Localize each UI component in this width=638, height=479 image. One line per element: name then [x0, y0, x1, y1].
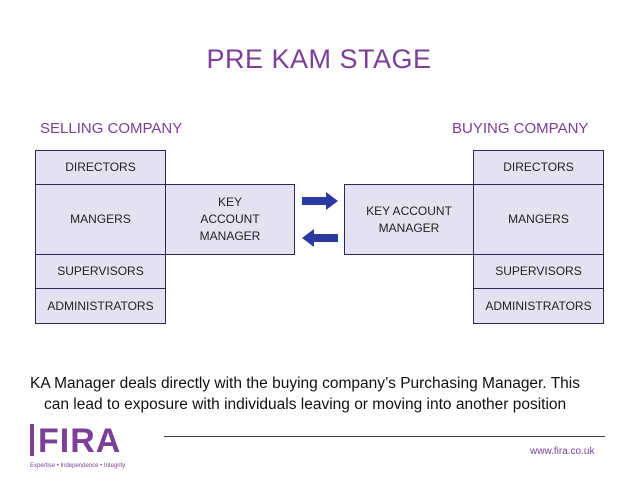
selling-kam-label: KEY ACCOUNT MANAGER: [199, 195, 261, 243]
selling-company-label: SELLING COMPANY: [40, 120, 183, 137]
buying-supervisors-label: SUPERVISORS: [495, 264, 582, 279]
selling-managers-label: MANGERS: [70, 212, 131, 227]
buying-administrators-label: ADMINISTRATORS: [485, 298, 592, 313]
logo-bar: [30, 424, 34, 456]
logo-tagline: Expertise • Independence • Integrity: [30, 463, 126, 469]
buying-company-label: BUYING COMPANY: [452, 120, 589, 137]
caption-line-1: KA Manager deals directly with the buyin…: [30, 375, 580, 392]
selling-supervisors-label: SUPERVISORS: [57, 264, 144, 279]
selling-kam-box: KEY ACCOUNT MANAGER: [165, 184, 295, 255]
buying-administrators-box: ADMINISTRATORS: [473, 288, 604, 324]
fira-logo: FIRA Expertise • Independence • Integrit…: [30, 422, 145, 474]
selling-administrators-box: ADMINISTRATORS: [35, 288, 166, 324]
buying-kam-box: KEY ACCOUNT MANAGER: [344, 184, 474, 255]
buying-managers-label: MANGERS: [508, 212, 569, 227]
logo-text: FIRA: [38, 422, 122, 460]
selling-administrators-label: ADMINISTRATORS: [47, 298, 154, 313]
left-arrow-icon: [302, 229, 338, 247]
selling-directors-box: DIRECTORS: [35, 150, 166, 185]
slide-title: PRE KAM STAGE: [206, 44, 432, 74]
buying-kam-label: KEY ACCOUNT MANAGER: [366, 203, 452, 235]
buying-directors-label: DIRECTORS: [503, 160, 574, 175]
buying-managers-box: MANGERS: [473, 184, 604, 255]
footer-divider: [164, 436, 605, 437]
selling-directors-label: DIRECTORS: [65, 160, 136, 175]
selling-supervisors-box: SUPERVISORS: [35, 254, 166, 289]
caption-line-2: can lead to exposure with individuals le…: [44, 396, 567, 413]
selling-managers-box: MANGERS: [35, 184, 166, 255]
buying-supervisors-box: SUPERVISORS: [473, 254, 604, 289]
footer-url: www.fira.co.uk: [530, 446, 595, 457]
caption: KA Manager deals directly with the buyin…: [30, 373, 615, 415]
buying-directors-box: DIRECTORS: [473, 150, 604, 185]
right-arrow-icon: [302, 192, 338, 210]
